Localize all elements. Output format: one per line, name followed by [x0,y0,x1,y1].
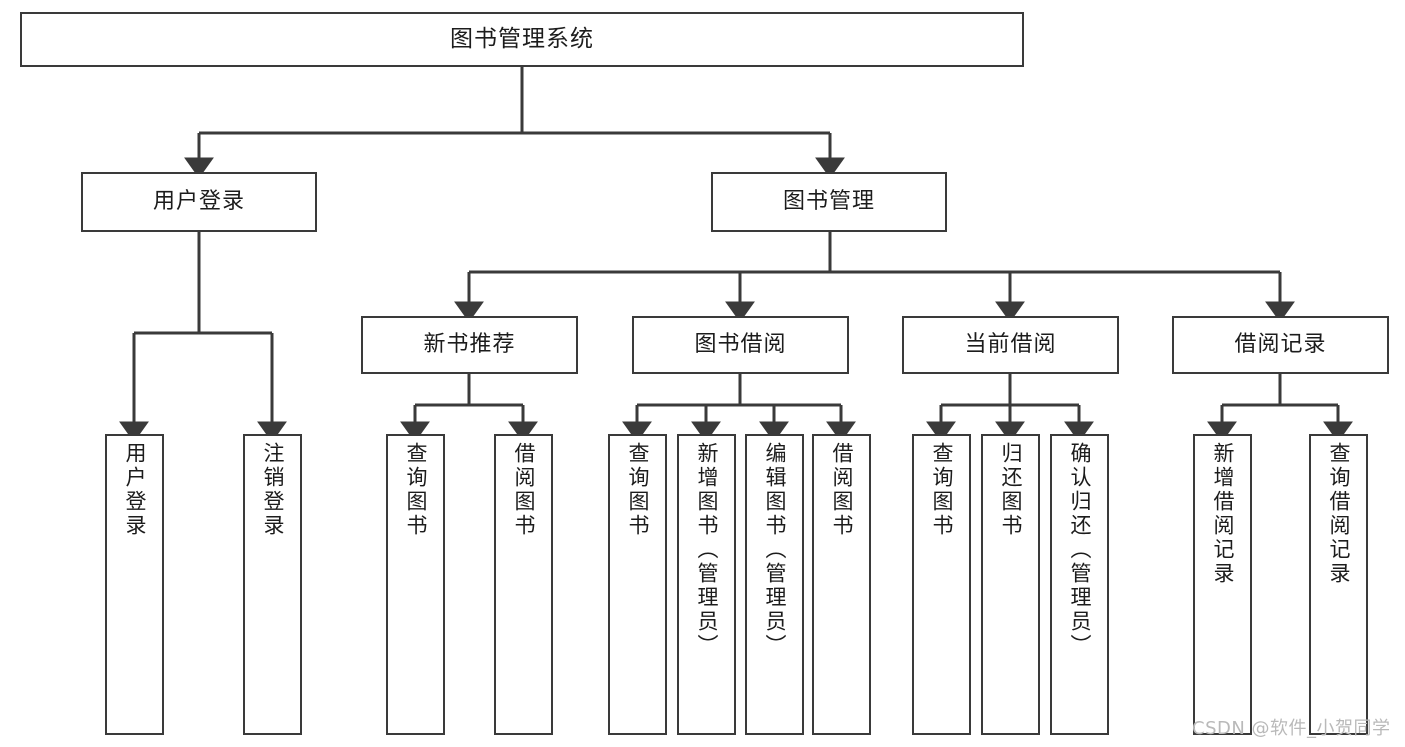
node-leaf-confirm-return[interactable]: 确认归还（管理员） [1050,434,1109,735]
node-leaf-edit-book-label: 编辑图书（管理员） [763,442,787,658]
node-leaf-query-book-2[interactable]: 查询图书 [608,434,667,735]
node-root-label: 图书管理系统 [450,26,594,53]
node-current-borrow[interactable]: 当前借阅 [902,316,1119,374]
node-leaf-query-book-1-label: 查询图书 [404,442,428,538]
node-book-manage[interactable]: 图书管理 [711,172,947,232]
node-new-book-recommend-label: 新书推荐 [423,332,516,358]
node-leaf-borrow-book-1-label: 借阅图书 [512,442,536,538]
node-leaf-add-book-label: 新增图书（管理员） [695,442,719,658]
node-leaf-user-login[interactable]: 用户登录 [105,434,164,735]
node-new-book-recommend[interactable]: 新书推荐 [361,316,578,374]
node-user-login-label: 用户登录 [152,189,245,215]
node-book-borrow[interactable]: 图书借阅 [632,316,849,374]
node-leaf-return-book-label: 归还图书 [999,442,1023,538]
node-leaf-query-book-3-label: 查询图书 [930,442,954,538]
node-leaf-add-record[interactable]: 新增借阅记录 [1193,434,1252,735]
node-leaf-query-record[interactable]: 查询借阅记录 [1309,434,1368,735]
node-leaf-user-logout[interactable]: 注销登录 [243,434,302,735]
node-borrow-record-label: 借阅记录 [1234,332,1327,358]
node-book-borrow-label: 图书借阅 [694,332,787,358]
node-root[interactable]: 图书管理系统 [20,12,1024,67]
node-leaf-return-book[interactable]: 归还图书 [981,434,1040,735]
node-leaf-user-logout-label: 注销登录 [261,442,285,538]
node-borrow-record[interactable]: 借阅记录 [1172,316,1389,374]
node-leaf-query-record-label: 查询借阅记录 [1327,442,1351,586]
node-leaf-borrow-book-1[interactable]: 借阅图书 [494,434,553,735]
node-leaf-add-record-label: 新增借阅记录 [1211,442,1235,586]
node-book-manage-label: 图书管理 [782,189,875,215]
node-leaf-borrow-book-2[interactable]: 借阅图书 [812,434,871,735]
node-user-login[interactable]: 用户登录 [81,172,317,232]
node-leaf-add-book[interactable]: 新增图书（管理员） [677,434,736,735]
node-leaf-confirm-return-label: 确认归还（管理员） [1068,442,1092,658]
node-leaf-query-book-2-label: 查询图书 [626,442,650,538]
node-leaf-edit-book[interactable]: 编辑图书（管理员） [745,434,804,735]
node-leaf-query-book-3[interactable]: 查询图书 [912,434,971,735]
node-leaf-user-login-label: 用户登录 [123,442,147,538]
node-current-borrow-label: 当前借阅 [964,332,1057,358]
node-leaf-borrow-book-2-label: 借阅图书 [830,442,854,538]
watermark: CSDN @软件_小贺同学 [1192,718,1391,739]
node-leaf-query-book-1[interactable]: 查询图书 [386,434,445,735]
